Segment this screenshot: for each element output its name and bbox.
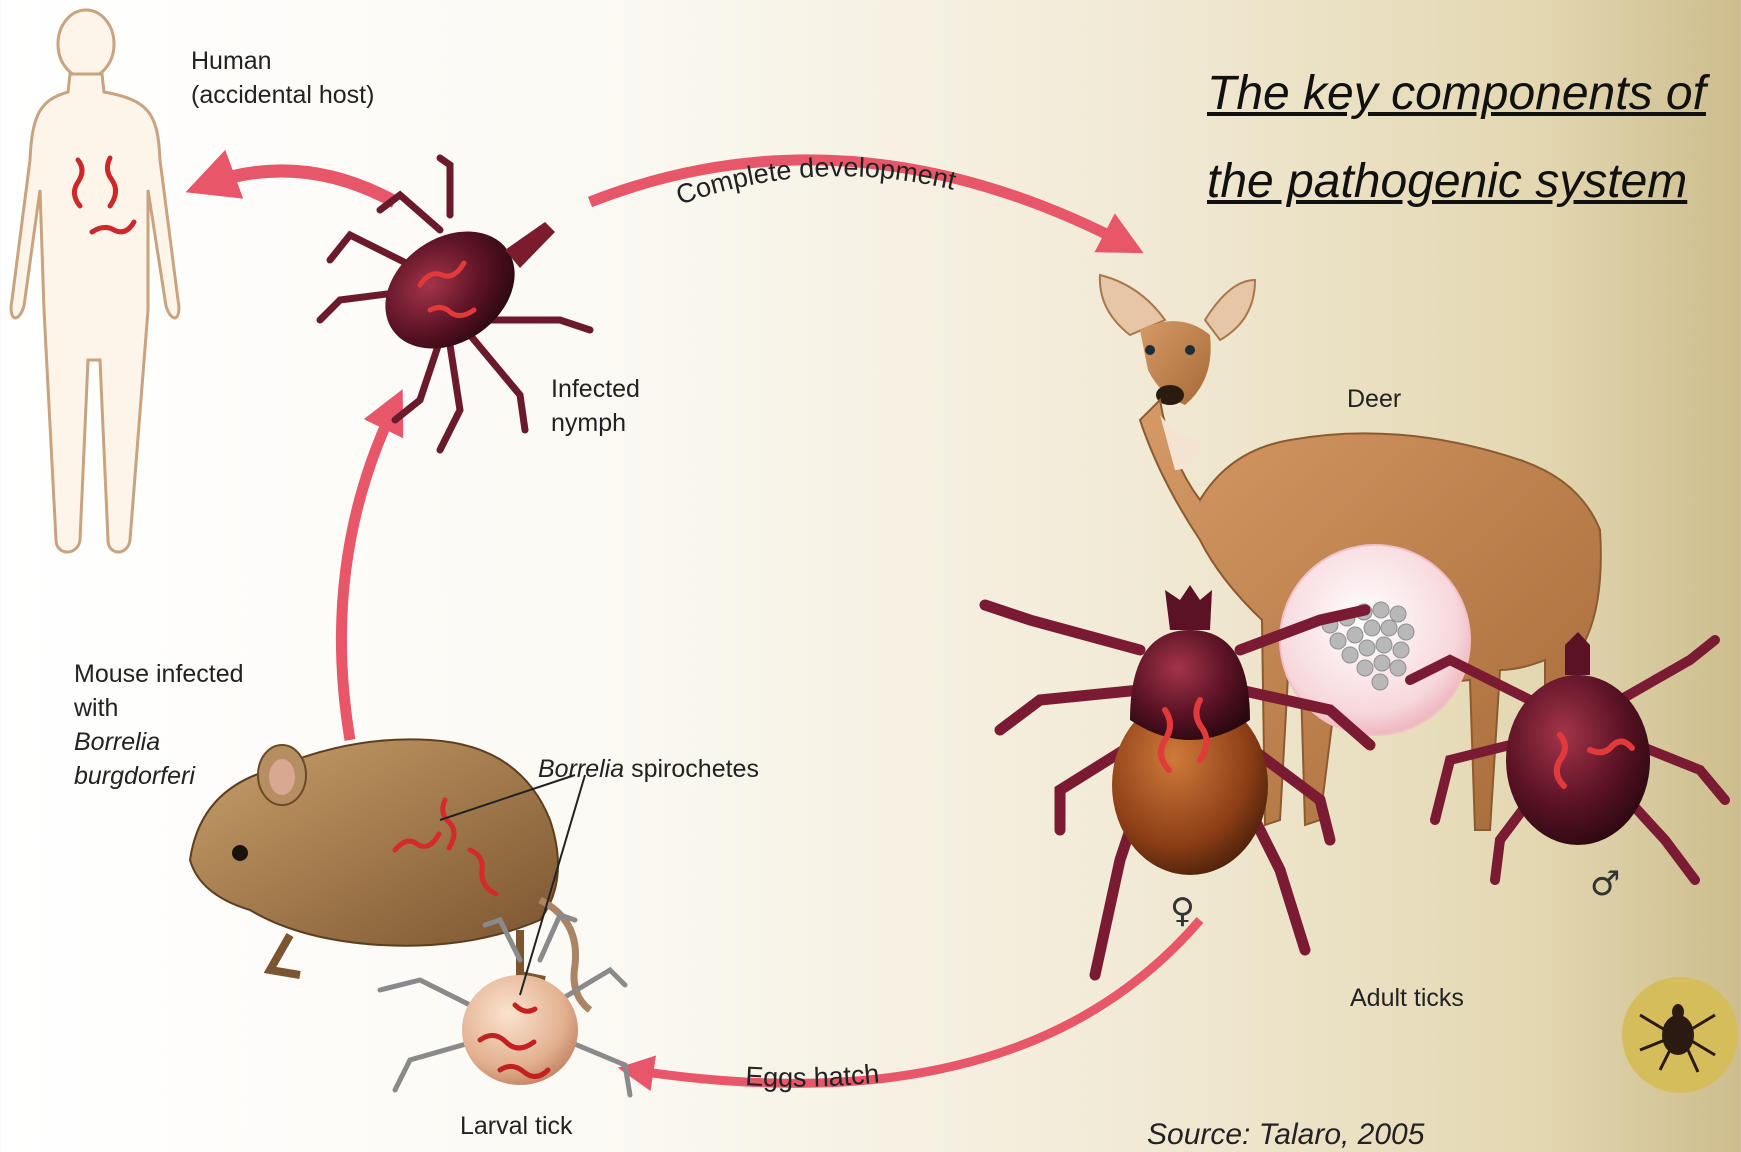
arrow-mouse-to-nymph	[341, 405, 395, 740]
infected-nymph	[320, 158, 590, 450]
arrow-adult-to-larva	[632, 920, 1200, 1083]
human-figure	[11, 10, 179, 552]
tick-badge-icon	[1622, 977, 1738, 1093]
eggs-hatch-label: Eggs hatch	[745, 1058, 881, 1092]
female-symbol: ♀	[1170, 891, 1195, 931]
mouse	[190, 739, 590, 1010]
male-adult-tick	[1410, 632, 1725, 880]
arrow-nymph-to-human	[205, 171, 395, 202]
male-symbol: ♂	[1590, 864, 1620, 904]
complete-development-label: Complete development	[672, 152, 959, 210]
